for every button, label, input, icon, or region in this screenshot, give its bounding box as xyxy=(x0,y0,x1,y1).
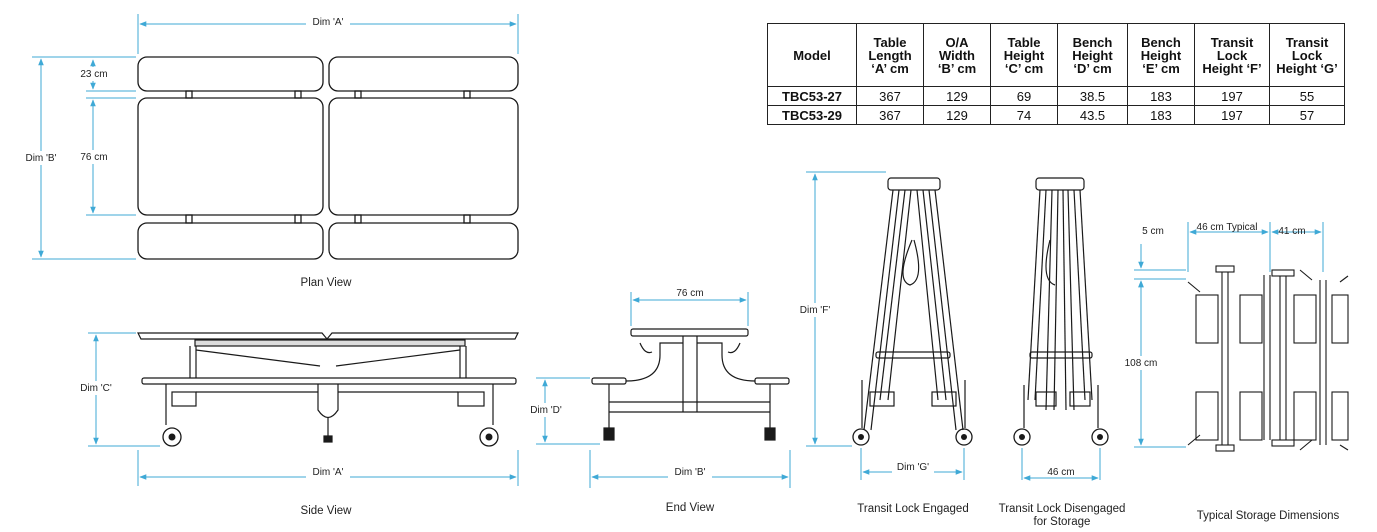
side-view-caption: Side View xyxy=(301,505,353,517)
plan-bench-bottom-right xyxy=(328,222,519,260)
plan-table-width-label: 76 cm xyxy=(80,152,107,163)
plan-bench-width-label: 23 cm xyxy=(80,69,107,80)
cell-table-length: 367 xyxy=(856,86,924,106)
disengaged-wheel-right xyxy=(1091,428,1109,446)
side-view: Dim 'C' Dim 'A' Side View xyxy=(76,332,519,517)
plan-dim-a-label: Dim 'A' xyxy=(312,17,343,28)
end-bench-right xyxy=(754,377,790,385)
cell-oa-width: 129 xyxy=(923,105,991,125)
transit-disengaged-view: 46 cm Transit Lock Disengaged for Storag… xyxy=(999,177,1126,528)
disengaged-caption-line2: for Storage xyxy=(1034,516,1091,528)
end-bench-left xyxy=(591,377,627,385)
end-view: 76 cm Dim 'D' Dim 'B' End View xyxy=(526,288,791,514)
engaged-dim-f-label: Dim 'F' xyxy=(800,305,831,316)
end-top-width-label: 76 cm xyxy=(676,288,703,299)
disengaged-top-hub xyxy=(1035,177,1085,191)
engaged-top-hub xyxy=(887,177,941,191)
cell-bench-height-d: 38.5 xyxy=(1057,86,1128,106)
cell-transit-height-f: 197 xyxy=(1194,105,1270,125)
side-wheel-right xyxy=(479,427,499,447)
plan-table-top-left xyxy=(137,97,324,216)
header-model: Model xyxy=(767,23,857,87)
side-dim-a-label: Dim 'A' xyxy=(312,467,343,478)
engaged-wheel-left xyxy=(852,428,870,446)
cell-transit-height-g: 55 xyxy=(1269,86,1345,106)
table-row: TBC53-29 367 129 74 43.5 183 197 57 xyxy=(767,105,1345,125)
engaged-dim-g-label: Dim 'G' xyxy=(897,462,929,473)
disengaged-wheel-left xyxy=(1013,428,1031,446)
cell-transit-height-f: 197 xyxy=(1194,86,1270,106)
plan-view: Dim 'A' Dim 'B' 23 cm 76 cm Plan View xyxy=(22,14,519,289)
table-row: TBC53-27 367 129 69 38.5 183 197 55 xyxy=(767,86,1345,106)
cell-model: TBC53-27 xyxy=(767,86,857,106)
plan-bench-bottom-left xyxy=(137,222,324,260)
cell-bench-height-d: 43.5 xyxy=(1057,105,1128,125)
side-dim-c-label: Dim 'C' xyxy=(80,383,112,394)
engaged-caption: Transit Lock Engaged xyxy=(857,503,968,515)
cell-table-height: 69 xyxy=(990,86,1058,106)
plan-table-top-right xyxy=(328,97,519,216)
storage-gap-label: 5 cm xyxy=(1142,226,1164,237)
side-wheel-left xyxy=(162,427,182,447)
cell-model: TBC53-29 xyxy=(767,105,857,125)
end-view-caption: End View xyxy=(666,502,715,514)
cell-table-height: 74 xyxy=(990,105,1058,125)
disengaged-caption-line1: Transit Lock Disengaged xyxy=(999,503,1126,515)
storage-typical-label: 46 cm Typical xyxy=(1197,222,1258,233)
cell-bench-height-e: 183 xyxy=(1127,86,1195,106)
storage-height-label: 108 cm xyxy=(1125,358,1158,369)
side-table-top xyxy=(137,332,519,340)
plan-view-caption: Plan View xyxy=(301,277,353,289)
transit-engaged-view: Dim 'F' Dim 'G' Transit Lock Engaged xyxy=(794,171,973,515)
plan-bench-top-right xyxy=(328,56,519,92)
end-dim-d-label: Dim 'D' xyxy=(530,405,562,416)
disengaged-width-label: 46 cm xyxy=(1047,467,1074,478)
plan-bench-top-left xyxy=(137,56,324,92)
cell-oa-width: 129 xyxy=(923,86,991,106)
cell-table-length: 367 xyxy=(856,105,924,125)
engaged-wheel-right xyxy=(955,428,973,446)
plan-dim-b-label: Dim 'B' xyxy=(25,153,56,164)
storage-caption: Typical Storage Dimensions xyxy=(1197,510,1340,522)
side-bench xyxy=(141,377,517,385)
storage-view: 5 cm 46 cm Typical 41 cm 108 cm Typical … xyxy=(1119,222,1349,522)
cell-bench-height-e: 183 xyxy=(1127,105,1195,125)
end-table-top xyxy=(630,328,749,337)
end-dim-b-label: Dim 'B' xyxy=(674,467,705,478)
storage-tables xyxy=(1187,265,1349,452)
cell-transit-height-g: 57 xyxy=(1269,105,1345,125)
storage-pitch-label: 41 cm xyxy=(1278,226,1305,237)
